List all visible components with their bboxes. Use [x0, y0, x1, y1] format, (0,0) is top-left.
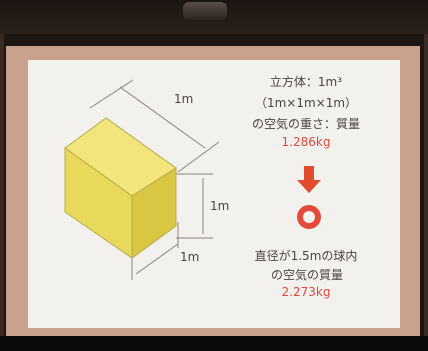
bottom-bar [0, 336, 428, 351]
presentation-slide: 1m 1m 1m 立方体：1m³ （1m×1m×1m） の空気の重さ：質量 1.… [28, 60, 400, 328]
dim-line-bottom [135, 243, 179, 275]
cube-right-face [131, 167, 177, 259]
sphere-weight-label: の空気の質量 [270, 268, 343, 282]
sphere-mass: 2.273kg [281, 285, 331, 299]
cube-formula: （1m×1m×1m） [254, 96, 358, 110]
cube-mass: 1.286kg [281, 135, 331, 149]
cube-volume-label: 立方体：1m³ [269, 75, 343, 89]
dimension-label-right: 1m [210, 199, 230, 213]
sphere-diameter-label: 直径が1.5mの球内 [254, 249, 358, 263]
dim-line-top [119, 86, 206, 149]
sphere-icon-center [303, 211, 315, 223]
dim-line-top-right [177, 141, 220, 173]
down-arrow-icon [297, 166, 321, 193]
ceiling-camera [183, 2, 227, 20]
cube-diagram [64, 79, 321, 280]
ceiling [0, 0, 428, 34]
dim-line-top-left [89, 79, 134, 109]
dimension-label-top: 1m [174, 92, 194, 106]
cube-weight-label: の空気の重さ：質量 [251, 117, 360, 131]
dimension-label-bottom: 1m [180, 250, 200, 264]
